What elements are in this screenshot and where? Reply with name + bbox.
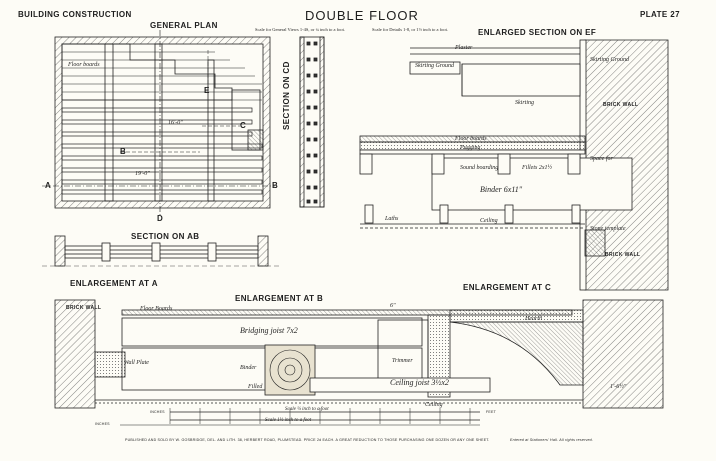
plan-dim-19: 19'-0" [135,171,150,177]
ef-binder-label: Binder 6x11" [480,185,523,194]
footer-entered: Entered at Stationers' Hall. All rights … [510,438,594,442]
ef-brick-wall-2-label: BRICK WALL [605,252,641,258]
general-plan-drawing [42,30,275,215]
section-ef-drawing [359,39,669,291]
plan-label-e: E [204,86,210,95]
ef-plaster-label: Plaster [455,45,473,51]
scale-feet-label: FEET [486,410,496,414]
ef-ceiling-label: Ceiling [480,218,498,224]
scale-a-label: Scale ¼ inch to a foot [285,407,329,412]
detail-hearth-label: Hearth [525,316,542,322]
ef-skirting-label: Skirting [515,100,534,106]
ef-stone-template-label: Stone template [590,226,626,232]
header-left: BUILDING CONSTRUCTION [18,10,132,19]
plate-number: PLATE 27 [640,10,680,19]
enlargement-b-title: ENLARGEMENT AT B [235,294,324,303]
detail-bridging-joist-label: Bridging joist 7x2 [240,326,298,335]
detail-ceiling-joist-label: Ceiling joist 3½x2 [390,378,449,387]
ef-laths-label: Laths [385,216,399,222]
plan-label-a: A [45,181,52,190]
ef-skirting-ground-right-label: Skirting Ground [590,57,629,63]
ef-pugging-label: Pugging [460,145,481,151]
scale-b-label: Scale 1½ inch to a foot [265,418,312,423]
plan-floor-boards-label: Floor boards [68,62,100,68]
section-cd-drawing [299,36,325,208]
detail-dim-right: 1'-6½" [610,384,627,390]
section-ab-drawing [42,235,280,267]
detail-brick-wall-label: BRICK WALL [66,305,102,311]
detail-dim-6: 6" [390,303,396,309]
detail-trimmer-label: Trimmer [392,358,413,364]
ef-sound-boarding-label: Sound boarding [460,165,499,171]
detail-ceiling-label: Ceiling [425,402,443,408]
ef-brick-wall-label: BRICK WALL [603,102,639,108]
plan-dim-16: 16'-0" [168,120,183,126]
plan-label-d: D [157,214,164,223]
ef-fillets-label: Fillets 2x1½ [522,165,552,171]
enlargement-a-title: ENLARGEMENT AT A [70,279,158,288]
scale-general-note: Scale for General Views 1-4S, or ¼ inch … [255,27,345,32]
general-plan-title: GENERAL PLAN [150,21,218,30]
ef-skirting-ground-label: Skirting Ground [415,63,454,69]
enlargement-details-drawing [54,299,664,426]
scale-inches2-label: INCHES [95,422,110,426]
plan-label-b-right: B [272,181,279,190]
section-ef-title: ENLARGED SECTION ON EF [478,28,597,37]
scale-details-note: Scale for Details 1-8, or 1½ inch to a f… [372,27,448,32]
ef-floor-boards-label: Floor boards [455,136,487,142]
scale-inches-label: INCHES [150,410,165,414]
detail-wall-plate-label: Wall Plate [124,360,149,366]
section-cd-title: SECTION ON CD [282,61,291,130]
page-title: DOUBLE FLOOR [305,8,419,23]
plan-label-b: B [120,147,127,156]
detail-filled-label: Filled [248,384,263,390]
detail-floor-boards-label: Floor Boards [140,306,173,312]
detail-binder-label: Binder [240,365,257,371]
enlargement-c-title: ENLARGEMENT AT C [463,283,552,292]
plan-label-c: C [240,121,247,130]
ef-space-for-label: Space for [590,156,613,162]
footer-imprint: PUBLISHED AND SOLD BY W. GOSBRIDGE, DEL.… [125,438,490,442]
section-ab-title: SECTION ON AB [131,232,200,241]
